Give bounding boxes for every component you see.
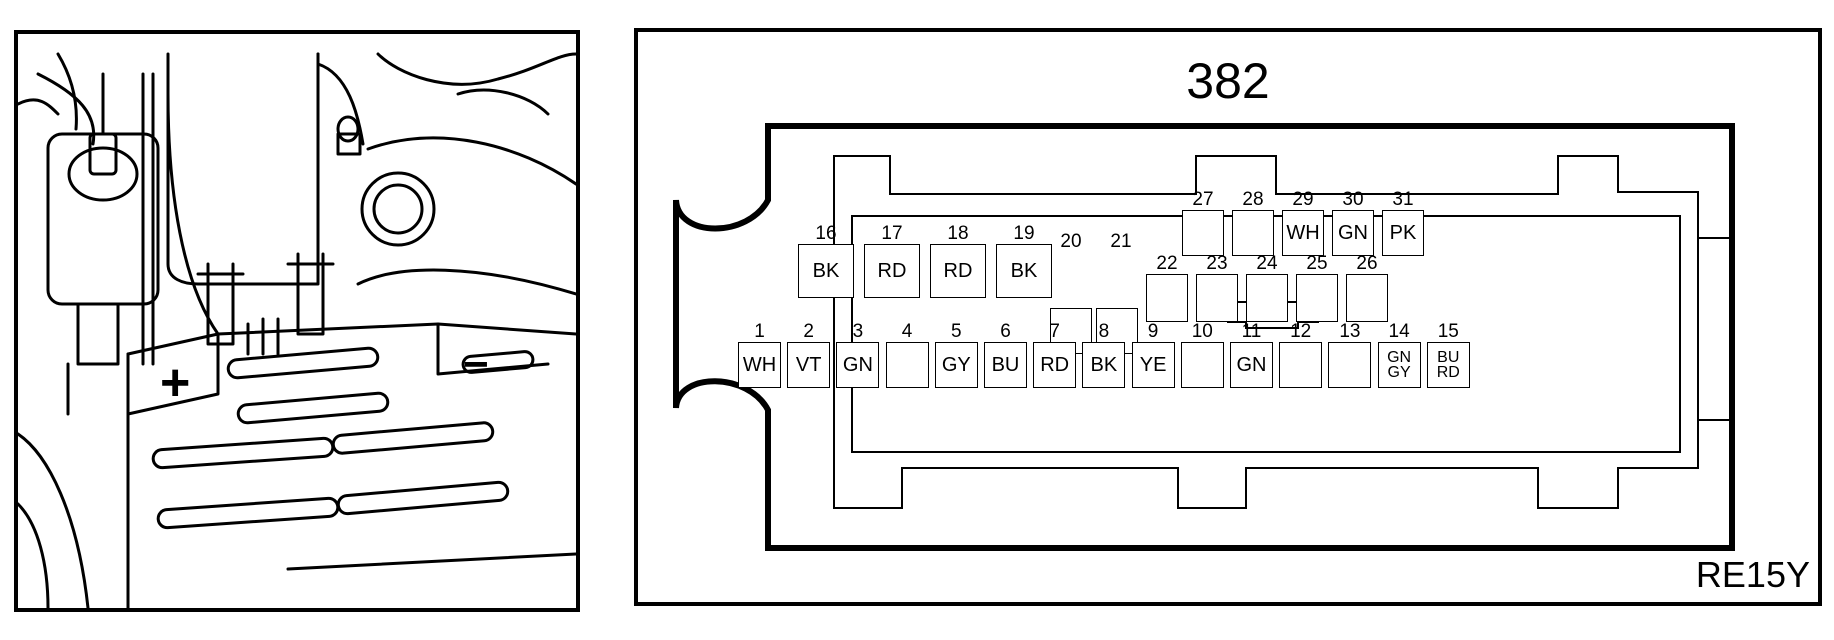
- pin-number-11: 11: [1241, 321, 1262, 342]
- pin-number-13: 13: [1339, 321, 1361, 342]
- pin-number-5: 5: [951, 321, 962, 342]
- pin-27-cavity: [1182, 210, 1224, 256]
- pin-14-cavity: GN GY: [1377, 342, 1421, 388]
- pin-8-cavity: BK: [1082, 342, 1126, 388]
- pin-29-cavity: WH: [1282, 210, 1324, 256]
- connector-housing-inner: [833, 155, 1699, 509]
- engine-bay-drawing: + −: [18, 52, 576, 608]
- pin-number-26: 26: [1356, 253, 1378, 274]
- pin-22-cavity: [1146, 274, 1188, 322]
- pin-6-cavity: BU: [984, 342, 1027, 388]
- pin-number-24: 24: [1256, 253, 1278, 274]
- pin-26-cavity: [1346, 274, 1388, 322]
- connector-housing-outer: [673, 123, 1735, 551]
- pin-15-cavity: BU RD: [1426, 342, 1470, 388]
- pin-5-cavity: GY: [934, 342, 978, 388]
- pin-number-29: 29: [1292, 189, 1314, 210]
- pin-number-14: 14: [1388, 321, 1410, 342]
- pin-9-cavity: YE: [1131, 342, 1175, 388]
- pin-number-23: 23: [1206, 253, 1228, 274]
- pin-number-17: 17: [881, 223, 903, 244]
- pin-3-cavity: GN: [836, 342, 880, 388]
- pin-number-12: 12: [1290, 321, 1312, 342]
- pin-number-30: 30: [1342, 189, 1364, 210]
- engine-bay-illustration: + −: [14, 30, 580, 612]
- pin-number-27: 27: [1192, 189, 1214, 210]
- reference-code: RE15Y: [1695, 554, 1810, 595]
- pin-number-2: 2: [803, 321, 814, 342]
- pin-number-28: 28: [1242, 189, 1264, 210]
- pin-30-cavity: GN: [1332, 210, 1374, 256]
- battery-plus-symbol: +: [160, 354, 190, 412]
- pin-number-31: 31: [1392, 189, 1414, 210]
- pin-24-cavity: [1246, 274, 1288, 322]
- pin-number-20: 20: [1060, 231, 1082, 252]
- pin-7-cavity: RD: [1033, 342, 1077, 388]
- pin-number-25: 25: [1306, 253, 1328, 274]
- pin-number-15: 15: [1437, 321, 1459, 342]
- battery-minus-symbol: −: [463, 340, 489, 389]
- pin-number-18: 18: [947, 223, 969, 244]
- pin-number-4: 4: [901, 321, 913, 342]
- pin-18-cavity: RD: [930, 244, 986, 298]
- pin-17-cavity: RD: [864, 244, 920, 298]
- pin-number-6: 6: [1000, 321, 1011, 342]
- pin-number-21: 21: [1110, 231, 1132, 252]
- reservoir-cap: [360, 171, 436, 247]
- pin-number-3: 3: [852, 321, 864, 342]
- pin-25-cavity: [1296, 274, 1338, 322]
- pin-10-cavity: [1180, 342, 1224, 388]
- pin-4-cavity: [885, 342, 929, 388]
- pin-28-cavity: [1232, 210, 1274, 256]
- pin-number-10: 10: [1191, 321, 1213, 342]
- pin-number-1: 1: [754, 321, 765, 342]
- connector-number: 382: [1186, 53, 1270, 109]
- pin-number-19: 19: [1013, 223, 1035, 244]
- pin-13-cavity: [1328, 342, 1372, 388]
- pin-12-cavity: [1279, 342, 1323, 388]
- pin-number-8: 8: [1098, 321, 1110, 342]
- pin-31-cavity: PK: [1382, 210, 1424, 256]
- pin-number-16: 16: [815, 223, 837, 244]
- pin-2-cavity: VT: [787, 342, 831, 388]
- pin-number-7: 7: [1049, 321, 1060, 342]
- pin-23-cavity: [1196, 274, 1238, 322]
- pin-number-9: 9: [1147, 321, 1159, 342]
- pin-19-cavity: BK: [996, 244, 1052, 298]
- battery-top-edge: [126, 322, 576, 356]
- pin-1-cavity: WH: [738, 342, 781, 388]
- pin-11-cavity: GN: [1230, 342, 1273, 388]
- pin-16-cavity: BK: [798, 244, 854, 298]
- pin-number-22: 22: [1156, 253, 1178, 274]
